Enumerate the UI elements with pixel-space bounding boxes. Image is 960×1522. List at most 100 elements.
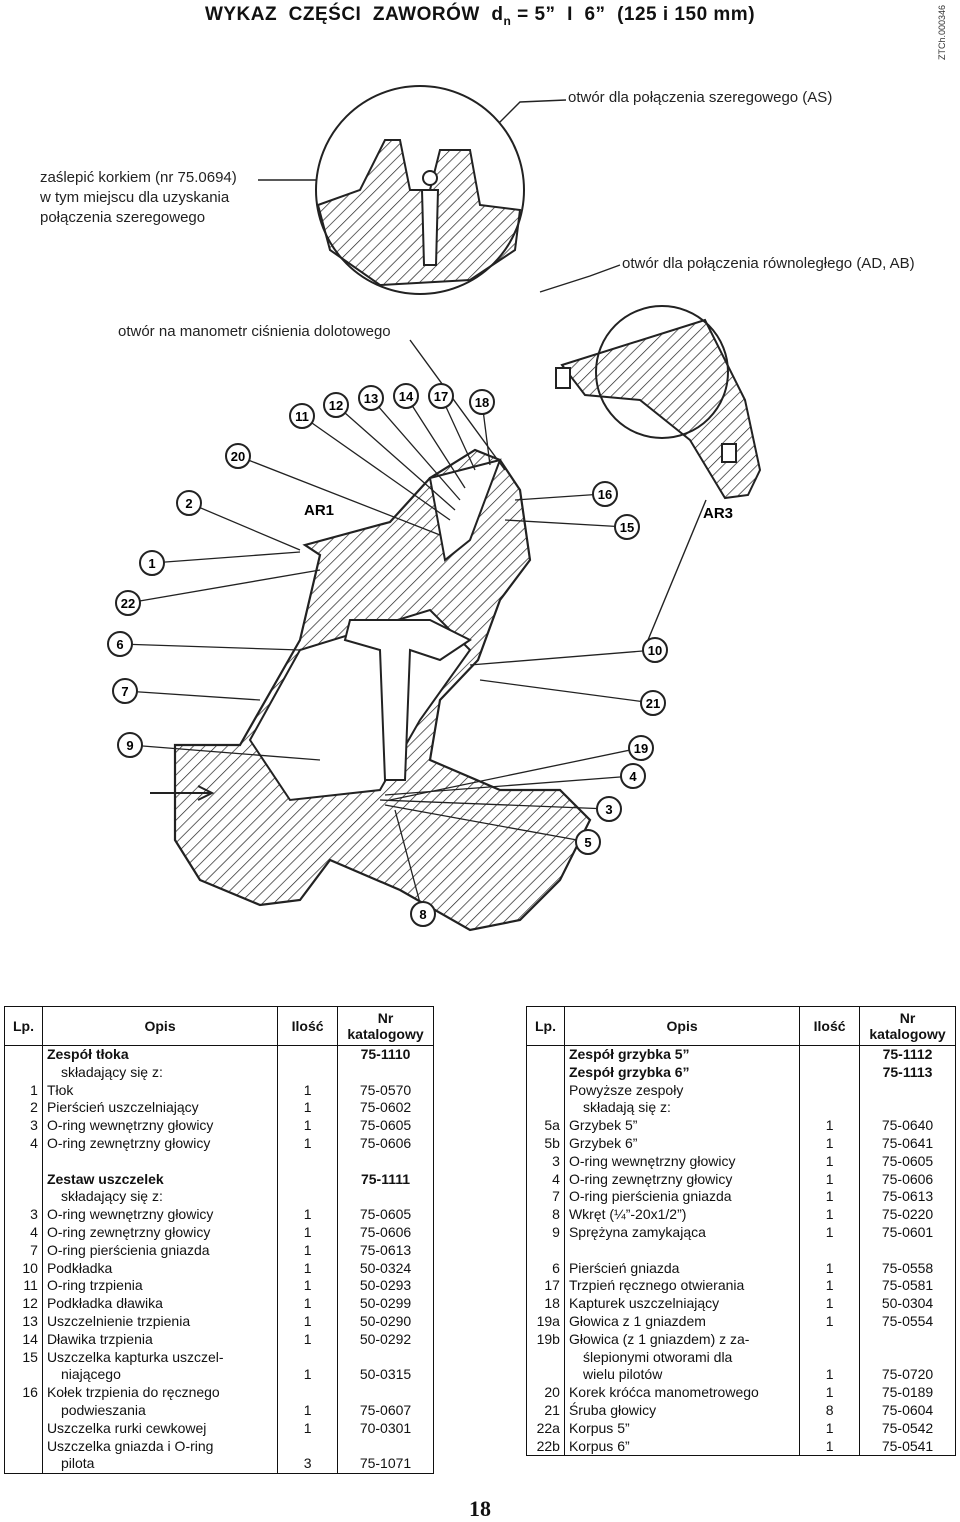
row-lp: 15 bbox=[4, 1348, 43, 1367]
row-lp: 7 bbox=[4, 1241, 43, 1260]
callout-19: 19 bbox=[628, 735, 654, 761]
row-nr bbox=[337, 1063, 434, 1082]
row-lp: 16 bbox=[4, 1384, 43, 1402]
row-nr: 75-0605 bbox=[337, 1206, 434, 1224]
row-nr: 75-0640 bbox=[859, 1117, 956, 1135]
row-opis: Sprężyna zamykająca bbox=[564, 1223, 801, 1242]
row-ilosc bbox=[277, 1045, 339, 1064]
row-ilosc: 1 bbox=[277, 1277, 339, 1296]
row-opis: Korek króćca manometrowego bbox=[564, 1384, 801, 1402]
row-ilosc bbox=[799, 1081, 861, 1100]
row-opis: Pierścień gniazda bbox=[564, 1259, 801, 1278]
svg-text:8: 8 bbox=[419, 907, 426, 922]
row-lp: 6 bbox=[526, 1259, 565, 1278]
row-nr: 75-0541 bbox=[859, 1437, 956, 1457]
annotation-plug-line2: w tym miejscu dla uzyskania bbox=[40, 189, 230, 206]
row-nr: 75-1110 bbox=[337, 1045, 434, 1064]
row-opis: Głowica (z 1 gniazdem) z za- bbox=[564, 1330, 801, 1349]
row-lp: 14 bbox=[4, 1330, 43, 1349]
row-ilosc: 1 bbox=[277, 1241, 339, 1260]
row-opis: Grzybek 5” bbox=[564, 1117, 801, 1135]
row-opis: Uszczelnienie trzpienia bbox=[42, 1312, 279, 1331]
callout-leaders bbox=[119, 395, 656, 915]
row-opis: Zespół tłoka bbox=[42, 1045, 279, 1064]
row-ilosc: 1 bbox=[799, 1206, 861, 1224]
callout-9: 9 bbox=[117, 732, 143, 758]
row-opis: Zespół grzybka 5” bbox=[564, 1045, 801, 1064]
row-ilosc: 8 bbox=[799, 1401, 861, 1420]
row-ilosc: 1 bbox=[799, 1259, 861, 1278]
callout-7: 7 bbox=[112, 678, 138, 704]
row-lp bbox=[526, 1081, 565, 1100]
row-ilosc bbox=[277, 1437, 339, 1456]
row-opis: Zespół grzybka 6” bbox=[564, 1063, 801, 1082]
detail-circle-right bbox=[555, 305, 762, 641]
row-lp bbox=[526, 1045, 565, 1064]
row-ilosc: 1 bbox=[799, 1384, 861, 1402]
annotation-as-port: otwór dla połączenia szeregowego (AS) bbox=[568, 89, 833, 106]
callout-13: 13 bbox=[358, 385, 384, 411]
svg-text:2: 2 bbox=[185, 496, 192, 511]
row-nr: 75-0607 bbox=[337, 1401, 434, 1420]
row-lp: 7 bbox=[526, 1188, 565, 1207]
col-lp: Lp. bbox=[526, 1006, 565, 1046]
row-opis: Kapturek uszczelniający bbox=[564, 1295, 801, 1313]
row-nr: 75-0606 bbox=[337, 1134, 434, 1153]
row-opis: O-ring zewnętrzny głowicy bbox=[42, 1134, 279, 1153]
svg-text:3: 3 bbox=[605, 802, 612, 817]
row-opis: pilota bbox=[42, 1455, 279, 1475]
table-row: składający się z: bbox=[4, 1188, 434, 1207]
row-nr: 75-0604 bbox=[859, 1401, 956, 1420]
row-opis: ślepionymi otworami dla bbox=[564, 1348, 801, 1367]
row-opis: O-ring pierścienia gniazda bbox=[42, 1241, 279, 1260]
row-opis: Śruba głowicy bbox=[564, 1401, 801, 1420]
detail-circle-top bbox=[315, 85, 525, 295]
row-opis: Grzybek 6” bbox=[564, 1134, 801, 1153]
row-nr: 75-0606 bbox=[337, 1223, 434, 1242]
svg-text:17: 17 bbox=[434, 389, 448, 404]
svg-text:6: 6 bbox=[116, 637, 123, 652]
callout-17: 17 bbox=[428, 383, 454, 409]
row-lp bbox=[4, 1437, 43, 1456]
row-nr: 50-0293 bbox=[337, 1277, 434, 1296]
row-lp: 17 bbox=[526, 1277, 565, 1296]
row-ilosc: 1 bbox=[277, 1099, 339, 1118]
row-ilosc bbox=[799, 1241, 861, 1260]
row-lp: 5a bbox=[526, 1117, 565, 1135]
row-nr: 75-0581 bbox=[859, 1277, 956, 1296]
page-number: 18 bbox=[469, 1496, 491, 1521]
table-row: składający się z: bbox=[4, 1063, 434, 1082]
row-lp bbox=[4, 1401, 43, 1420]
row-lp: 22a bbox=[526, 1419, 565, 1438]
row-opis: składający się z: bbox=[42, 1063, 279, 1082]
row-opis: O-ring zewnętrzny głowicy bbox=[42, 1223, 279, 1242]
svg-text:20: 20 bbox=[231, 449, 245, 464]
row-ilosc: 3 bbox=[277, 1455, 339, 1475]
row-nr: 75-1111 bbox=[337, 1170, 434, 1189]
row-opis: O-ring wewnętrzny głowicy bbox=[564, 1152, 801, 1171]
row-nr bbox=[337, 1384, 434, 1402]
row-lp bbox=[526, 1348, 565, 1367]
row-nr: 75-1113 bbox=[859, 1063, 956, 1082]
row-opis: Pierścień uszczelniający bbox=[42, 1099, 279, 1118]
table-row: składają się z: bbox=[526, 1099, 956, 1118]
table-row bbox=[4, 1152, 434, 1171]
row-opis: Wkręt (¼”-20x1/2”) bbox=[564, 1206, 801, 1224]
